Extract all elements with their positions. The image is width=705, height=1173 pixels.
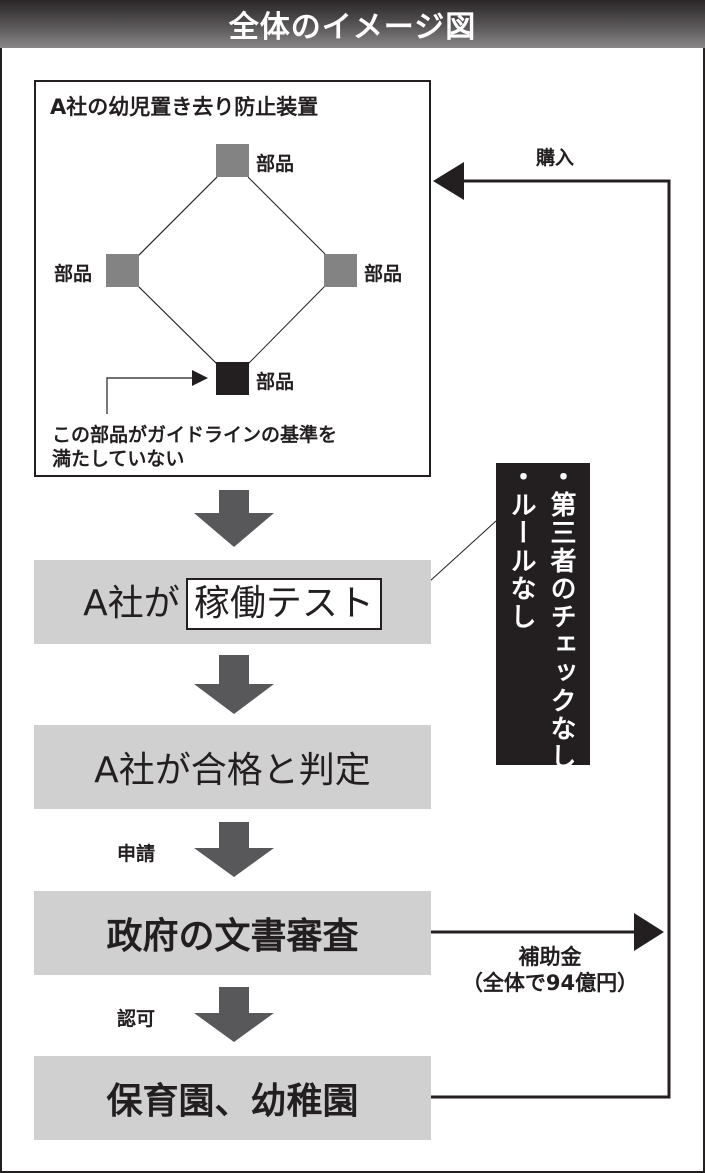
part-label-left: 部品	[54, 263, 93, 285]
connector-top-left	[137, 176, 218, 257]
connector-top-right	[247, 176, 326, 255]
step-3-text: 政府の文書審査	[106, 916, 359, 957]
apply-label: 申請	[117, 843, 156, 865]
callout-item-no-third-party: ・第三者のチェックなし	[546, 463, 576, 771]
purchase-arrowhead	[433, 162, 464, 200]
non-compliance-note: この部品がガイドラインの基準を 満たしていない	[52, 423, 337, 471]
part-label-bottom: 部品	[256, 371, 295, 393]
part-right-square	[324, 254, 357, 287]
callout-item-no-rules: ・ルールなし	[506, 463, 536, 631]
part-label-right: 部品	[364, 263, 403, 285]
subsidy-line-1: 補助金	[518, 945, 582, 969]
operation-test-highlight: 稼働テスト	[185, 578, 382, 630]
title-bar: 全体のイメージ図	[0, 0, 705, 48]
step-1-prefix: A社が	[83, 583, 180, 624]
purchase-label: 購入	[536, 147, 575, 169]
connector-left-bottom	[137, 285, 218, 365]
purchase-loop-line	[431, 179, 671, 1099]
step-1-text: A社が稼働テスト	[83, 574, 382, 630]
part-left-square	[106, 254, 139, 287]
part-bottom-square	[216, 362, 249, 395]
step-operation-test: A社が稼働テスト	[34, 560, 431, 644]
subsidy-arrowhead	[634, 913, 664, 951]
approve-label: 認可	[117, 1008, 156, 1030]
device-title: A社の幼児置き去り防止装置	[50, 95, 319, 119]
step-2-text: A社が合格と判定	[94, 750, 371, 791]
connector-right-bottom	[247, 285, 326, 365]
diagram-title: 全体のイメージ図	[228, 10, 477, 45]
note-pointer-line	[106, 377, 196, 414]
note-pointer-arrowhead	[192, 370, 208, 386]
step-document-review: 政府の文書審査	[34, 891, 431, 975]
down-arrow-3	[194, 822, 274, 877]
note-line-1: この部品がガイドラインの基準を	[52, 424, 338, 446]
down-arrow-4	[194, 987, 274, 1042]
subsidy-label: 補助金 （全体で94億円）	[430, 944, 670, 996]
step-pass-judgement: A社が合格と判定	[34, 725, 431, 809]
note-line-2: 満たしていない	[52, 448, 185, 470]
step-4-text: 保育園、幼稚園	[106, 1081, 359, 1122]
down-arrow-1	[194, 490, 274, 547]
subsidy-line-2: （全体で94億円）	[461, 971, 639, 995]
down-arrow-2	[194, 655, 274, 714]
step-nurseries: 保育園、幼稚園	[34, 1056, 431, 1140]
part-top-square	[216, 144, 249, 177]
part-label-top: 部品	[256, 153, 295, 175]
issues-callout: ・第三者のチェックなし ・ルールなし	[496, 463, 590, 771]
